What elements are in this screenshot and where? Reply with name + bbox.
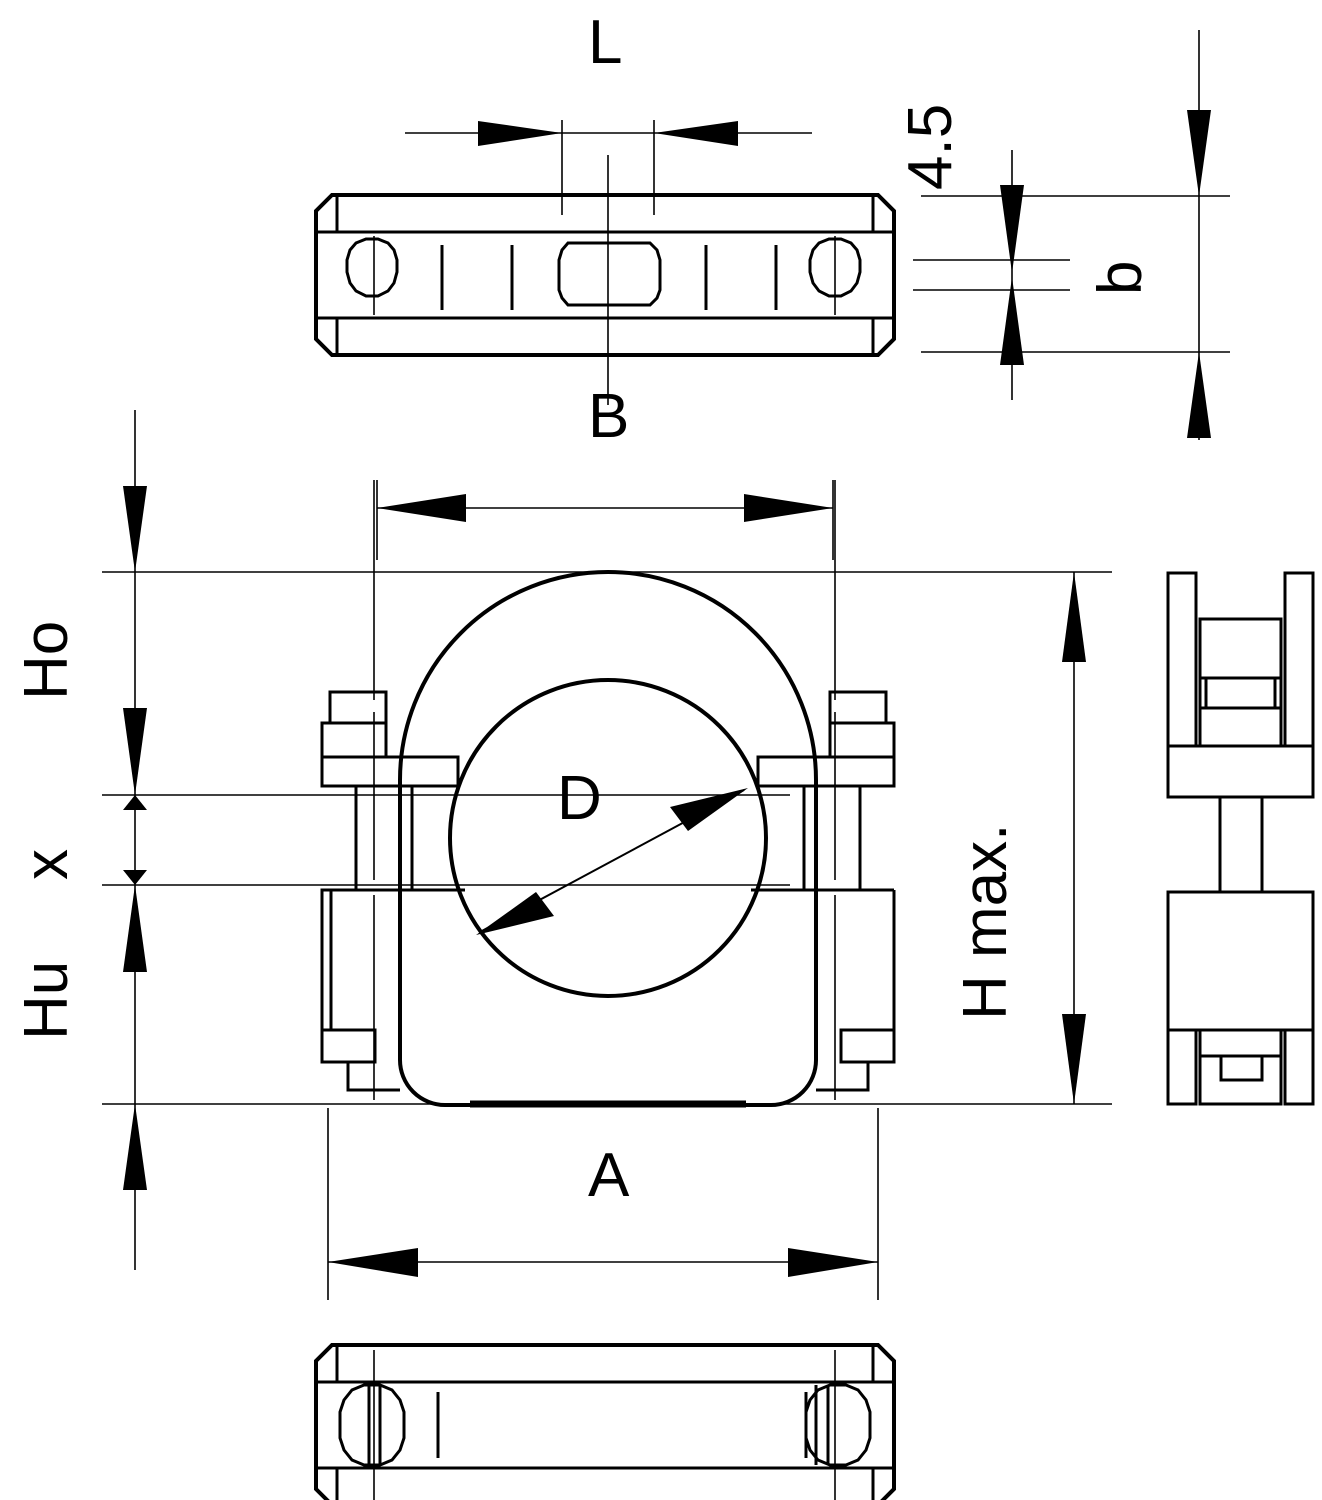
- dimension-label-L: L: [588, 8, 623, 77]
- dimension-Ho-x-Hu: [123, 410, 147, 1270]
- bottom-view-centre-lines: [373, 1350, 836, 1500]
- front-view-geometry: [320, 570, 896, 1108]
- dimension-label-Ho: Ho: [12, 620, 81, 700]
- dimension-label-x: x: [12, 849, 81, 880]
- front-view-centre-lines: [373, 480, 836, 1100]
- dimension-Hmax: [1062, 572, 1086, 1104]
- dimension-label-Hmax: H max.: [951, 823, 1020, 1020]
- dimension-label-b: b: [1086, 260, 1155, 295]
- dimension-D: [476, 788, 748, 935]
- dimension-bolt-spacing: [376, 480, 834, 560]
- dimension-4p5-arrows: [1000, 150, 1024, 400]
- dimension-A: [327, 1108, 879, 1300]
- side-view-geometry: [1166, 571, 1315, 1106]
- bottom-view-geometry: [314, 1343, 896, 1500]
- dimension-label-A: A: [588, 1141, 630, 1210]
- dimension-label-Hu: Hu: [12, 960, 81, 1040]
- dimension-label-4-5: 4.5: [896, 103, 965, 190]
- top-view-centre-lines: [373, 120, 836, 405]
- dimension-label-D: D: [557, 764, 602, 833]
- dimension-b-arrows: [1187, 30, 1211, 440]
- dimension-label-B: B: [588, 382, 630, 451]
- dimension-L: [405, 121, 812, 146]
- top-view-geometry: [314, 193, 896, 357]
- front-view-extension-lines: [102, 571, 1112, 1105]
- dimension-4p5-lines: [913, 195, 1230, 353]
